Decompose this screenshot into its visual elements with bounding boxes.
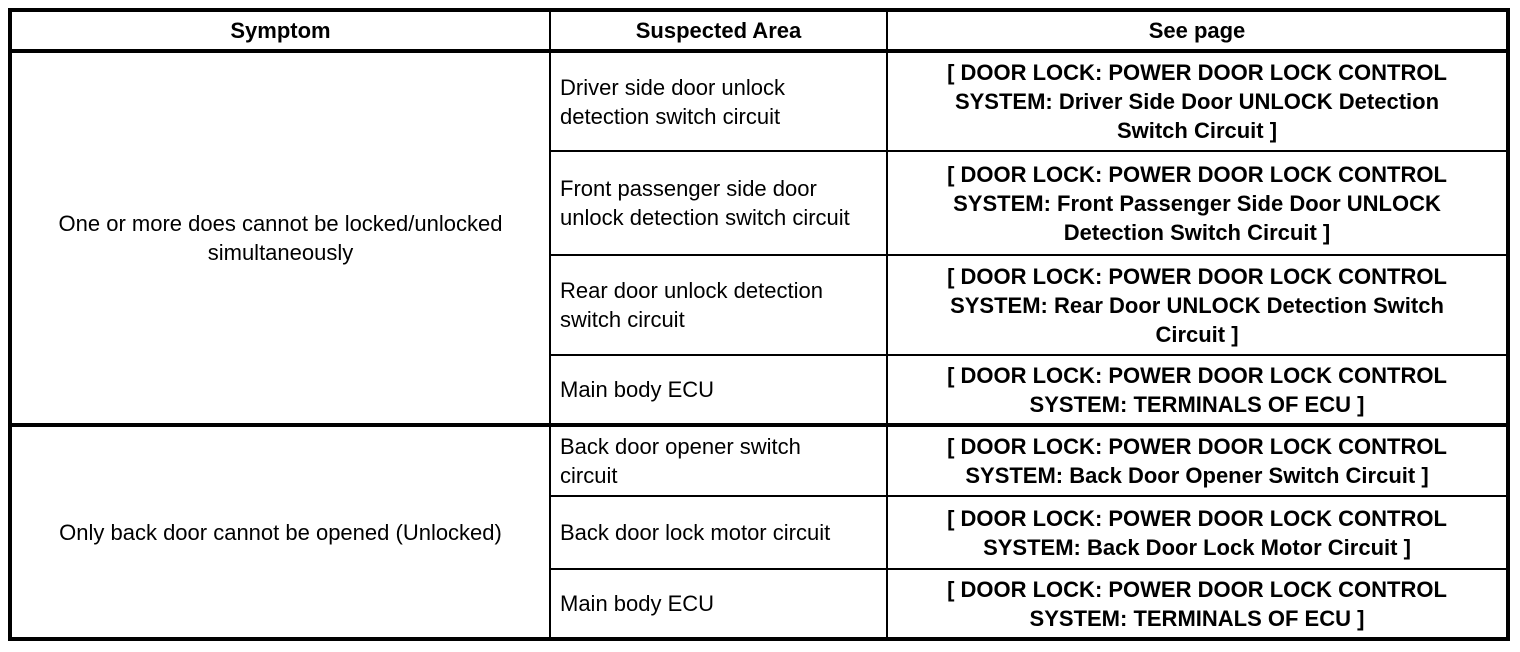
symptom-cell-group2: Only back door cannot be opened (Unlocke… <box>9 423 551 640</box>
suspected-area-cell: Front passenger side door unlock detecti… <box>549 150 888 256</box>
symptom-cell-group1: One or more does cannot be locked/unlock… <box>9 50 551 426</box>
see-page-cell: [ DOOR LOCK: POWER DOOR LOCK CONTROL SYS… <box>886 495 1509 570</box>
see-page-cell: [ DOOR LOCK: POWER DOOR LOCK CONTROL SYS… <box>886 254 1509 356</box>
table-row: Back door lock motor circuit [ DOOR LOCK… <box>10 495 1509 570</box>
suspected-area-cell: Back door opener switch circuit <box>549 423 888 497</box>
see-page-cell: [ DOOR LOCK: POWER DOOR LOCK CONTROL SYS… <box>886 50 1509 152</box>
table-row: Only back door cannot be opened (Unlocke… <box>9 423 1509 640</box>
see-page-cell: [ DOOR LOCK: POWER DOOR LOCK CONTROL SYS… <box>886 354 1509 426</box>
header-symptom: Symptom <box>9 9 551 53</box>
table-row: Main body ECU [ DOOR LOCK: POWER DOOR LO… <box>10 568 1509 640</box>
see-page-cell: [ DOOR LOCK: POWER DOOR LOCK CONTROL SYS… <box>886 568 1509 640</box>
table-row: One or more does cannot be locked/unlock… <box>9 50 1509 426</box>
suspected-area-cell: Rear door unlock detection switch circui… <box>549 254 888 356</box>
symptom-diagnosis-table: Symptom Suspected Area See page One or m… <box>8 8 1510 641</box>
table-row: Main body ECU [ DOOR LOCK: POWER DOOR LO… <box>10 354 1509 426</box>
table-row: Rear door unlock detection switch circui… <box>10 254 1509 356</box>
header-suspected-area: Suspected Area <box>549 9 888 53</box>
suspected-area-cell: Main body ECU <box>549 568 888 640</box>
header-see-page: See page <box>886 9 1509 53</box>
see-page-cell: [ DOOR LOCK: POWER DOOR LOCK CONTROL SYS… <box>886 150 1509 256</box>
table-header-row: Symptom Suspected Area See page <box>9 9 1509 53</box>
suspected-area-cell: Driver side door unlock detection switch… <box>549 50 888 152</box>
see-page-cell: [ DOOR LOCK: POWER DOOR LOCK CONTROL SYS… <box>886 423 1509 497</box>
table-row: Front passenger side door unlock detecti… <box>10 150 1509 256</box>
suspected-area-cell: Main body ECU <box>549 354 888 426</box>
suspected-area-cell: Back door lock motor circuit <box>549 495 888 570</box>
